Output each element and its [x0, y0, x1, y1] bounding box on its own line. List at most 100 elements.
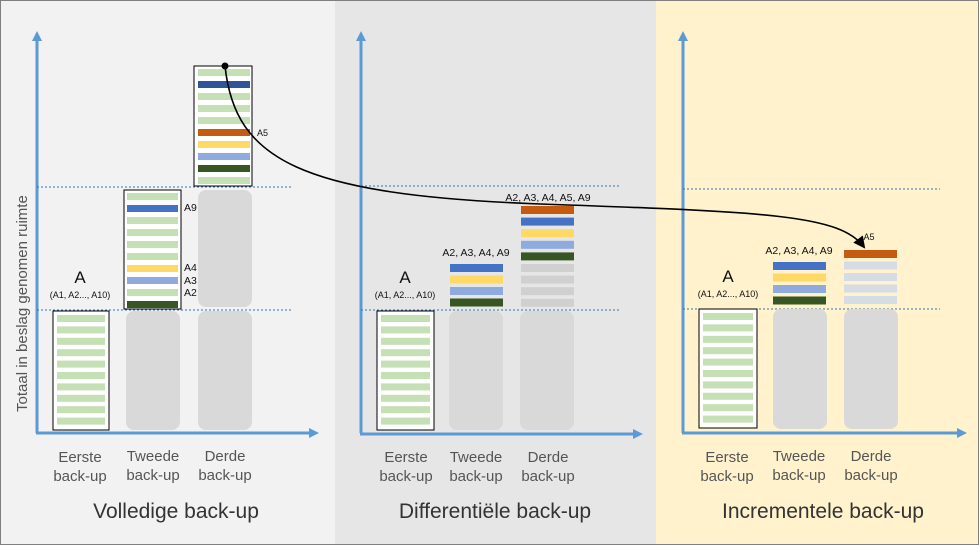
stripe-stack — [703, 313, 753, 423]
file-stripe — [521, 217, 574, 226]
file-stripe — [381, 326, 430, 334]
file-stripe — [773, 273, 826, 282]
file-stripe — [198, 153, 250, 160]
file-stripe — [381, 417, 430, 425]
file-stripe — [381, 383, 430, 391]
marker-a2: A2 — [184, 287, 197, 299]
stripe-stack — [127, 193, 178, 308]
file-stripe — [381, 372, 430, 379]
file-stripe — [381, 360, 430, 368]
file-stripe — [381, 406, 430, 414]
file-stripe — [521, 252, 574, 261]
file-stripe — [127, 193, 178, 200]
file-stripe — [703, 415, 753, 423]
placeholder-block — [773, 309, 827, 429]
y-axis-label: Totaal in beslag genomen ruimte — [14, 195, 31, 412]
file-stripe — [127, 301, 178, 308]
file-stripe — [521, 287, 574, 296]
file-stripe — [127, 277, 178, 284]
set-a-letter: A — [399, 268, 411, 287]
file-stripe — [703, 335, 753, 343]
panel-title-incremental: Incrementele back-up — [722, 500, 924, 523]
file-stripe — [57, 394, 105, 402]
file-stripe — [198, 141, 250, 148]
file-stripe — [198, 93, 250, 100]
set-a-contents: (A1, A2..., A10) — [375, 290, 436, 300]
file-stripe — [381, 394, 430, 402]
file-stripe — [381, 349, 430, 357]
changed-files-label: A2, A3, A4, A9 — [442, 247, 509, 259]
marker-a5: A5 — [257, 128, 268, 138]
file-stripe — [57, 315, 105, 322]
file-stripe — [521, 298, 574, 307]
placeholder-block — [449, 311, 503, 430]
file-stripe — [57, 337, 105, 345]
file-stripe — [127, 217, 178, 224]
marker-a4: A4 — [184, 262, 197, 274]
file-stripe — [127, 265, 178, 272]
file-stripe — [703, 370, 753, 377]
file-stripe — [127, 229, 178, 236]
file-stripe — [198, 129, 250, 136]
set-a-letter: A — [722, 267, 734, 286]
stripe-stack — [381, 315, 430, 425]
file-stripe — [57, 360, 105, 368]
file-stripe — [57, 417, 105, 425]
file-stripe — [703, 404, 753, 412]
file-stripe — [844, 284, 897, 293]
changed-files-label: A5 — [863, 232, 874, 242]
stripe-stack — [450, 264, 503, 307]
file-stripe — [127, 205, 178, 212]
file-stripe — [773, 262, 826, 270]
file-stripe — [127, 241, 178, 248]
panel-differential: A (A1, A2..., A10) A2, A3, A4, A9 A2, A3… — [356, 31, 643, 523]
file-stripe — [450, 287, 503, 295]
file-stripe — [57, 326, 105, 334]
panel-incremental-background — [656, 0, 979, 545]
placeholder-block — [198, 190, 252, 307]
panel-incremental: A (A1, A2..., A10) A2, A3, A4, A9 A5 Eer… — [678, 31, 967, 523]
file-stripe — [198, 165, 250, 172]
file-stripe — [57, 383, 105, 391]
placeholder-block — [126, 311, 180, 430]
file-stripe — [703, 381, 753, 389]
file-stripe — [198, 177, 250, 184]
stripe-stack — [521, 206, 574, 307]
panel-title-differential: Differentiële back-up — [399, 500, 591, 523]
file-stripe — [703, 324, 753, 332]
file-stripe — [844, 261, 897, 270]
file-stripe — [773, 296, 826, 305]
file-stripe — [198, 117, 250, 124]
file-stripe — [703, 347, 753, 355]
file-stripe — [521, 264, 574, 272]
file-stripe — [703, 392, 753, 400]
file-stripe — [381, 337, 430, 345]
file-stripe — [450, 298, 503, 307]
file-stripe — [57, 349, 105, 357]
connector-arrow — [224, 65, 866, 249]
placeholder-block — [198, 311, 252, 430]
panel-full: A (A1, A2..., A10) A9 A4 A3 A2 A5 Eerste… — [32, 31, 319, 523]
changed-files-label: A2, A3, A4, A9 — [765, 245, 832, 257]
file-stripe — [844, 296, 897, 304]
file-stripe — [521, 275, 574, 284]
file-stripe — [773, 285, 826, 293]
file-stripe — [844, 273, 897, 281]
set-a-contents: (A1, A2..., A10) — [50, 290, 111, 300]
file-stripe — [703, 313, 753, 320]
placeholder-block — [520, 311, 574, 430]
stripe-stack — [773, 262, 826, 305]
file-stripe — [703, 358, 753, 366]
file-stripe — [57, 372, 105, 379]
file-stripe — [198, 105, 250, 112]
